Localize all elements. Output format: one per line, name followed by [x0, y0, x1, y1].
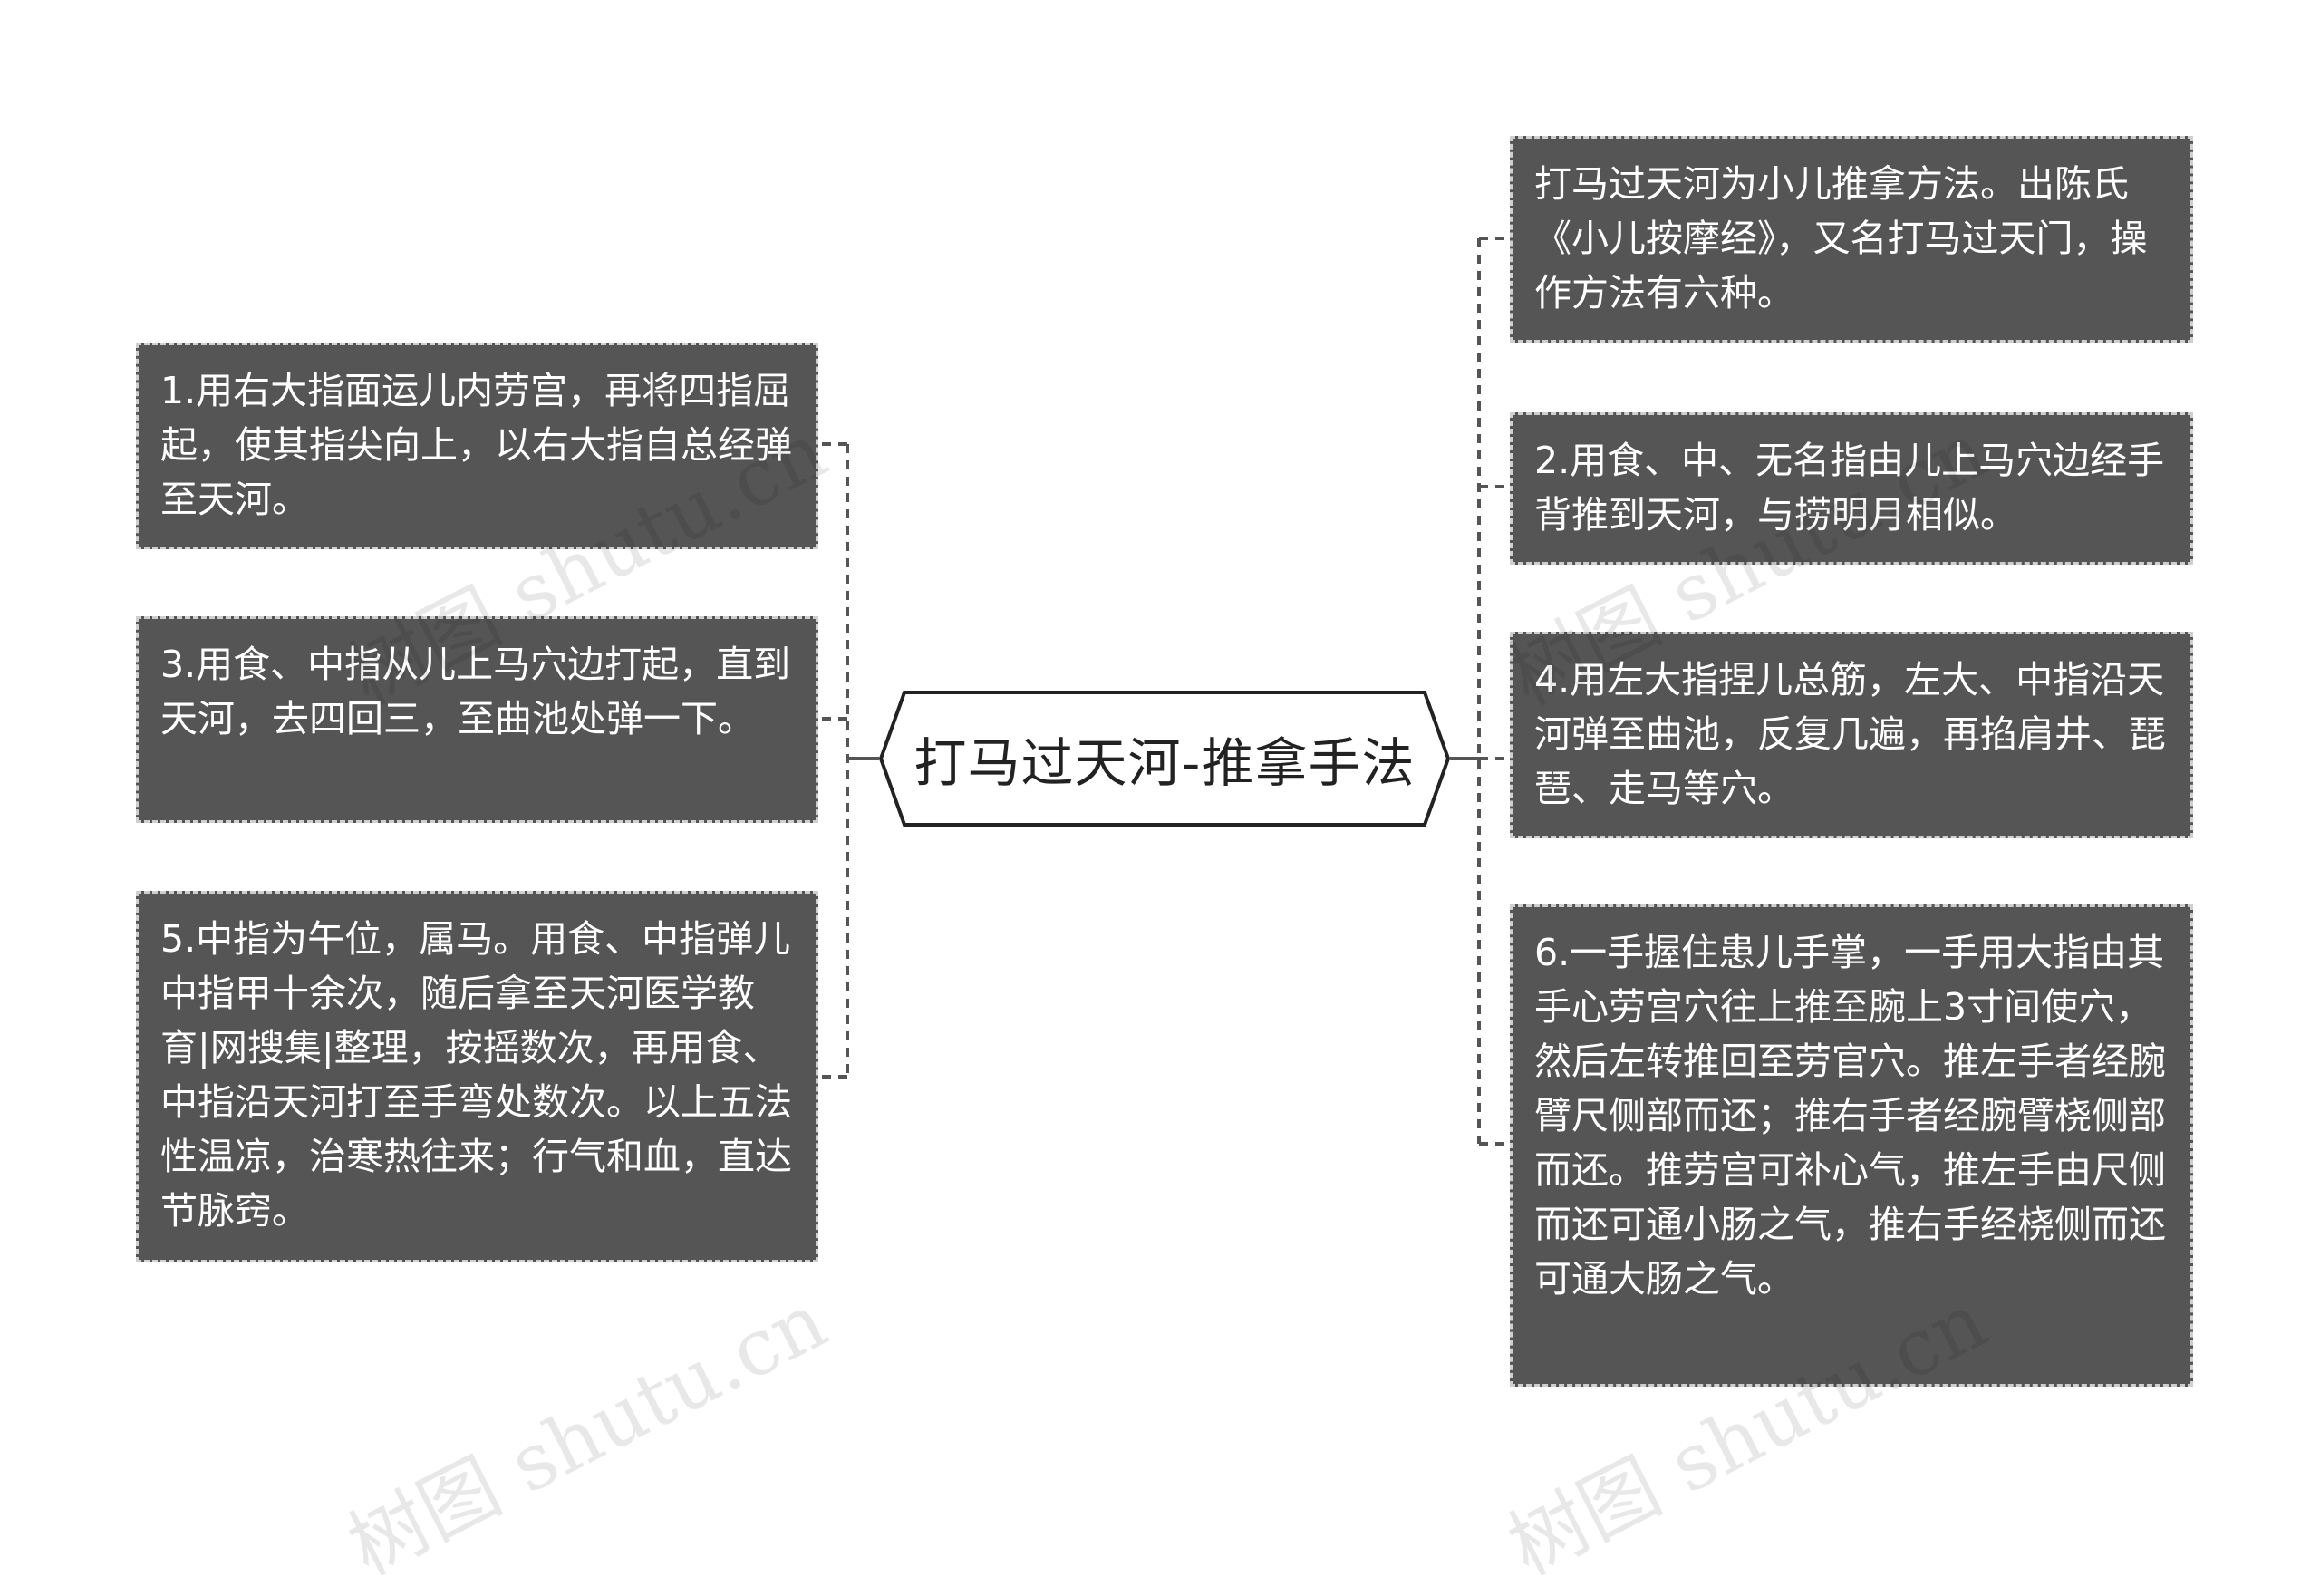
left-node-3[interactable]: 3.用食、中指从儿上马穴边打起，直到天河，去四回三，至曲池处弹一下。: [136, 616, 818, 823]
right-node-6-text: 6.一手握住患儿手掌，一手用大指由其手心劳宫穴往上推至腕上3寸间使穴，然后左转推…: [1534, 931, 2166, 1301]
right-node-4-text: 4.用左大指捏儿总筋，左大、中指沿天河弹至曲池，反复几遍，再掐肩井、琵琶、走马等…: [1534, 658, 2166, 810]
right-node-6[interactable]: 6.一手握住患儿手掌，一手用大指由其手心劳宫穴往上推至腕上3寸间使穴，然后左转推…: [1510, 904, 2193, 1387]
left-node-5[interactable]: 5.中指为午位，属马。用食、中指弹儿中指甲十余次，随后拿至天河医学教育|网搜集|…: [136, 891, 818, 1262]
connector-lines: [818, 237, 1510, 1146]
center-topic-shape: [879, 691, 1450, 827]
left-node-1[interactable]: 1.用右大指面运儿内劳宫，再将四指屈起，使其指尖向上，以右大指自总经弹至天河。: [136, 343, 818, 549]
right-node-4[interactable]: 4.用左大指捏儿总筋，左大、中指沿天河弹至曲池，反复几遍，再掐肩井、琵琶、走马等…: [1510, 632, 2193, 838]
right-node-intro[interactable]: 打马过天河为小儿推拿方法。出陈氏《小儿按摩经》，又名打马过天门，操作方法有六种。: [1510, 136, 2193, 343]
left-node-5-text: 5.中指为午位，属马。用食、中指弹儿中指甲十余次，随后拿至天河医学教育|网搜集|…: [160, 917, 792, 1233]
right-node-2-text: 2.用食、中、无名指由儿上马穴边经手背推到天河，与捞明月相似。: [1534, 439, 2165, 537]
center-topic[interactable]: 打马过天河-推拿手法: [879, 691, 1450, 827]
left-node-3-text: 3.用食、中指从儿上马穴边打起，直到天河，去四回三，至曲池处弹一下。: [160, 643, 791, 740]
left-node-1-text: 1.用右大指面运儿内劳宫，再将四指屈起，使其指尖向上，以右大指自总经弹至天河。: [160, 369, 792, 521]
right-node-2[interactable]: 2.用食、中、无名指由儿上马穴边经手背推到天河，与捞明月相似。: [1510, 412, 2193, 565]
center-topic-label: 打马过天河-推拿手法: [914, 732, 1416, 794]
right-node-intro-text: 打马过天河为小儿推拿方法。出陈氏《小儿按摩经》，又名打马过天门，操作方法有六种。: [1534, 162, 2148, 314]
